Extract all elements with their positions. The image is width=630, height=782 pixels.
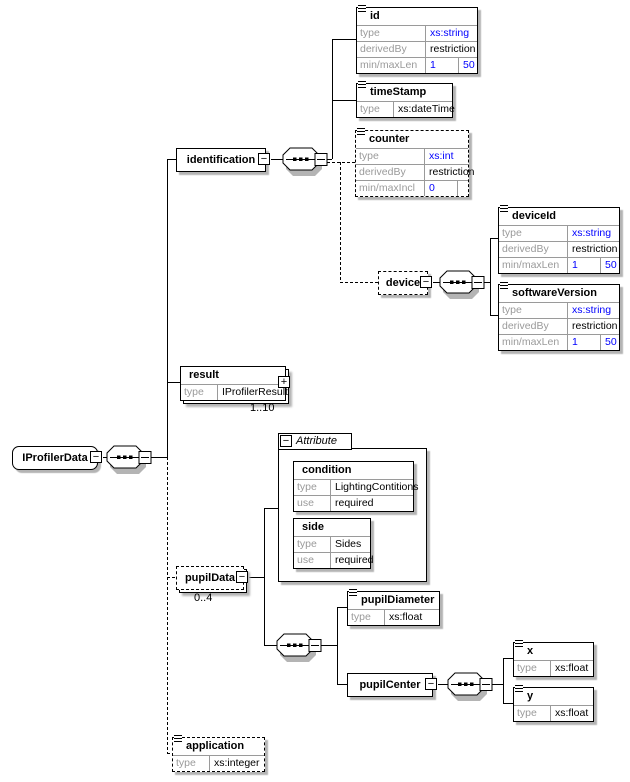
annotation-icon (500, 282, 508, 290)
occurrence-pupildata: 0..4 (194, 592, 213, 604)
collapse-button-pupilcenter[interactable]: − (425, 678, 437, 690)
collapse-button-pupildata[interactable]: − (236, 571, 248, 583)
element-name: device (385, 277, 421, 289)
annotation-icon (358, 81, 366, 89)
annotation-icon (357, 128, 365, 136)
annotation-icon (349, 589, 357, 597)
annotation-icon (500, 205, 508, 213)
dashed-connector-lines (167, 162, 378, 754)
element-name: y (527, 690, 534, 702)
element-name: result (189, 369, 219, 381)
element-name: softwareVersion (512, 287, 597, 299)
attribute-group-label: Attribute (296, 435, 337, 447)
attribute-name: condition (302, 464, 352, 476)
occurrence-result: 1..10 (250, 402, 275, 414)
element-name: identification (186, 154, 256, 166)
element-name: timeStamp (370, 86, 427, 98)
sequence-icon-device[interactable] (439, 270, 485, 299)
element-name: pupilData (184, 572, 236, 584)
element-iprofilerdata[interactable]: IProfilerData (12, 446, 98, 470)
solid-connector-lines (103, 39, 513, 704)
element-identification[interactable]: identification (176, 148, 266, 172)
element-name: application (186, 740, 245, 752)
expand-button-result[interactable]: + (278, 376, 290, 388)
element-name: IProfilerData (22, 452, 88, 464)
sequence-icon-pupildata[interactable] (276, 633, 322, 662)
element-device[interactable]: device (378, 271, 428, 295)
annotation-icon (515, 685, 523, 693)
element-name: pupilCenter (359, 679, 421, 691)
element-name: id (370, 10, 380, 22)
attribute-group-tab: Attribute (278, 433, 352, 450)
attribute-name: side (302, 521, 325, 533)
element-pupilcenter[interactable]: pupilCenter (347, 673, 433, 697)
sequence-icon-root[interactable] (106, 445, 152, 474)
collapse-button-identification[interactable]: − (258, 153, 270, 165)
element-name: pupilDiameter (361, 594, 435, 606)
sequence-icon-pupilcenter[interactable] (447, 672, 493, 701)
element-pupildata[interactable]: pupilData (176, 566, 244, 590)
annotation-icon (358, 5, 366, 13)
collapse-button-attribute[interactable]: − (280, 435, 292, 447)
element-name: deviceId (512, 210, 557, 222)
element-name: counter (369, 133, 410, 145)
collapse-button-iprofilerdata[interactable]: − (90, 451, 102, 463)
element-name: x (527, 645, 534, 657)
sequence-icon-identification[interactable] (282, 147, 328, 176)
annotation-icon (174, 735, 182, 743)
collapse-button-device[interactable]: − (420, 276, 432, 288)
annotation-icon (515, 640, 523, 648)
